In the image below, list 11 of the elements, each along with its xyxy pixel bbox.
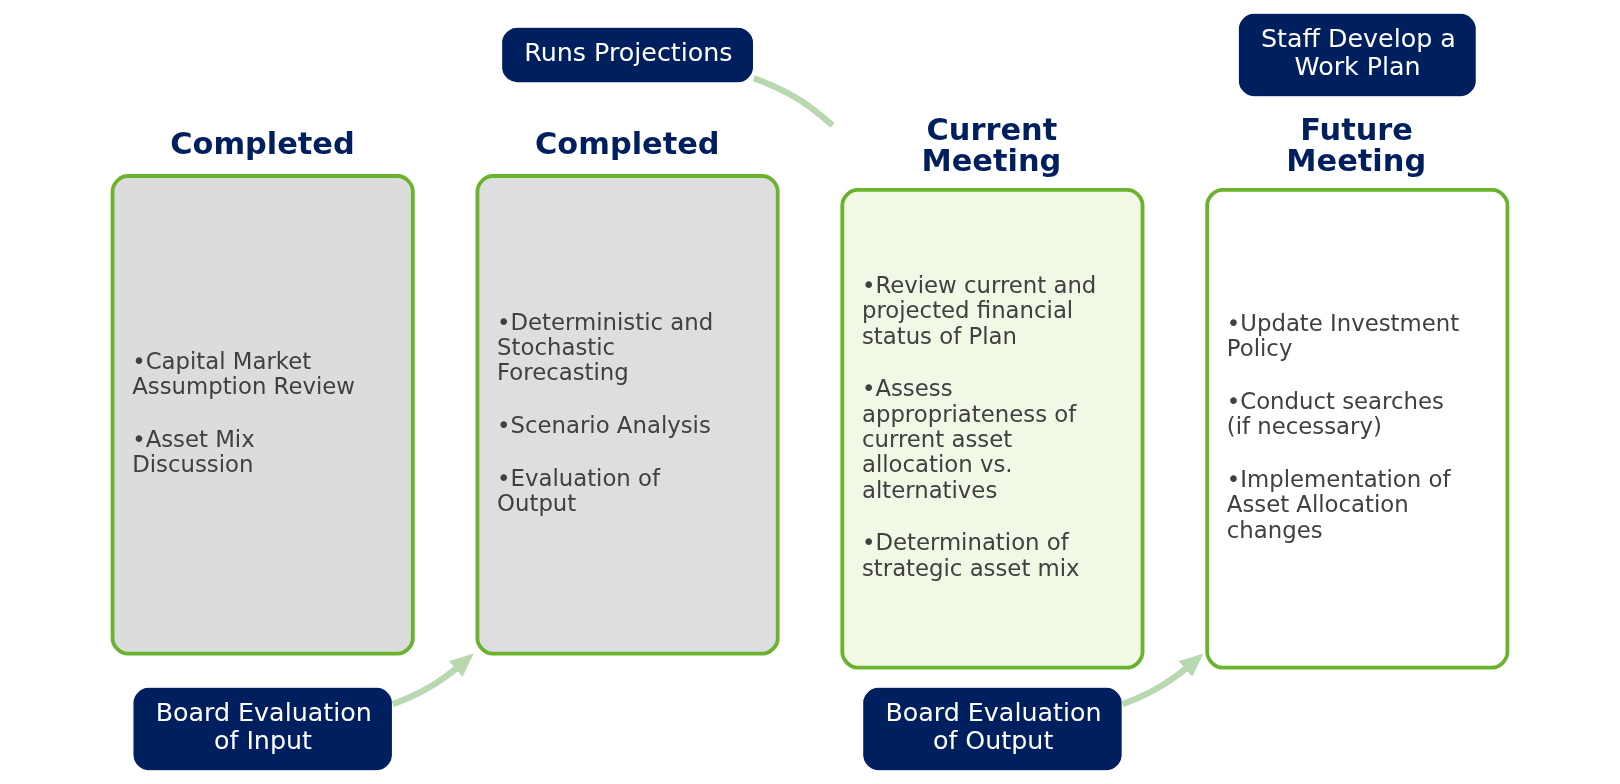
connector xyxy=(752,75,835,128)
node-box: Staff Develop a Work Plan xyxy=(1237,12,1478,98)
node-label: Current Meeting xyxy=(921,112,1062,178)
node-box: Runs Projections xyxy=(500,26,755,84)
node-label: Future Meeting xyxy=(1286,112,1427,178)
arrow xyxy=(391,653,474,708)
node-box: Board Evaluation of Output xyxy=(861,686,1123,772)
node-label: Completed xyxy=(535,126,720,162)
arrow xyxy=(1121,653,1204,708)
node-label: Completed xyxy=(170,126,355,162)
node-box: Board Evaluation of Input xyxy=(132,686,394,772)
